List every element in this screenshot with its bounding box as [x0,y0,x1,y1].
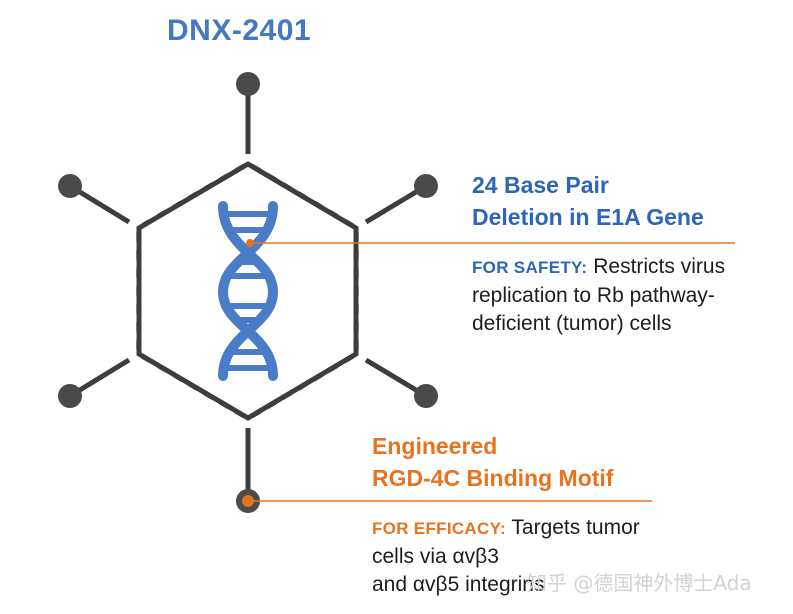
fiber-knob [58,384,82,408]
safety-label: FOR SAFETY: [472,258,588,277]
dna-helix-icon [217,201,279,381]
efficacy-desc-line: Targets tumor [511,516,640,539]
dna-strand-right [217,201,278,381]
fiber-knob [414,174,438,198]
diagram-title: DNX-2401 [167,14,312,47]
safety-description: FOR SAFETY: Restricts virus replication … [472,253,725,338]
fiber-knob [236,72,260,96]
watermark: 知乎 @德国神外博士Ada [527,571,752,595]
efficacy-label: FOR EFFICACY: [372,519,506,538]
efficacy-heading-line: Engineered [372,433,498,459]
dna-strand-left [218,201,279,381]
efficacy-description: FOR EFFICACY: Targets tumor cells via αv… [372,514,640,599]
safety-heading-line: Deletion in E1A Gene [472,204,704,230]
fiber-knob-highlight [242,495,254,507]
safety-desc-line: Restricts virus [593,255,726,278]
capsid-hexagon [136,161,359,421]
efficacy-desc-line: and αvβ5 integrins [372,573,545,596]
safety-desc-line: deficient (tumor) cells [472,312,672,335]
efficacy-desc-line: cells via αvβ3 [372,545,499,568]
fiber-spikes [58,72,438,513]
safety-heading: 24 Base Pair Deletion in E1A Gene [472,169,704,233]
safety-heading-line: 24 Base Pair [472,172,609,198]
fiber-knob [58,174,82,198]
safety-desc-line: replication to Rb pathway- [472,284,715,307]
efficacy-heading: Engineered RGD-4C Binding Motif [372,430,613,494]
fiber-knob [414,384,438,408]
efficacy-heading-line: RGD-4C Binding Motif [372,465,614,491]
safety-pointer-dot [246,239,254,247]
